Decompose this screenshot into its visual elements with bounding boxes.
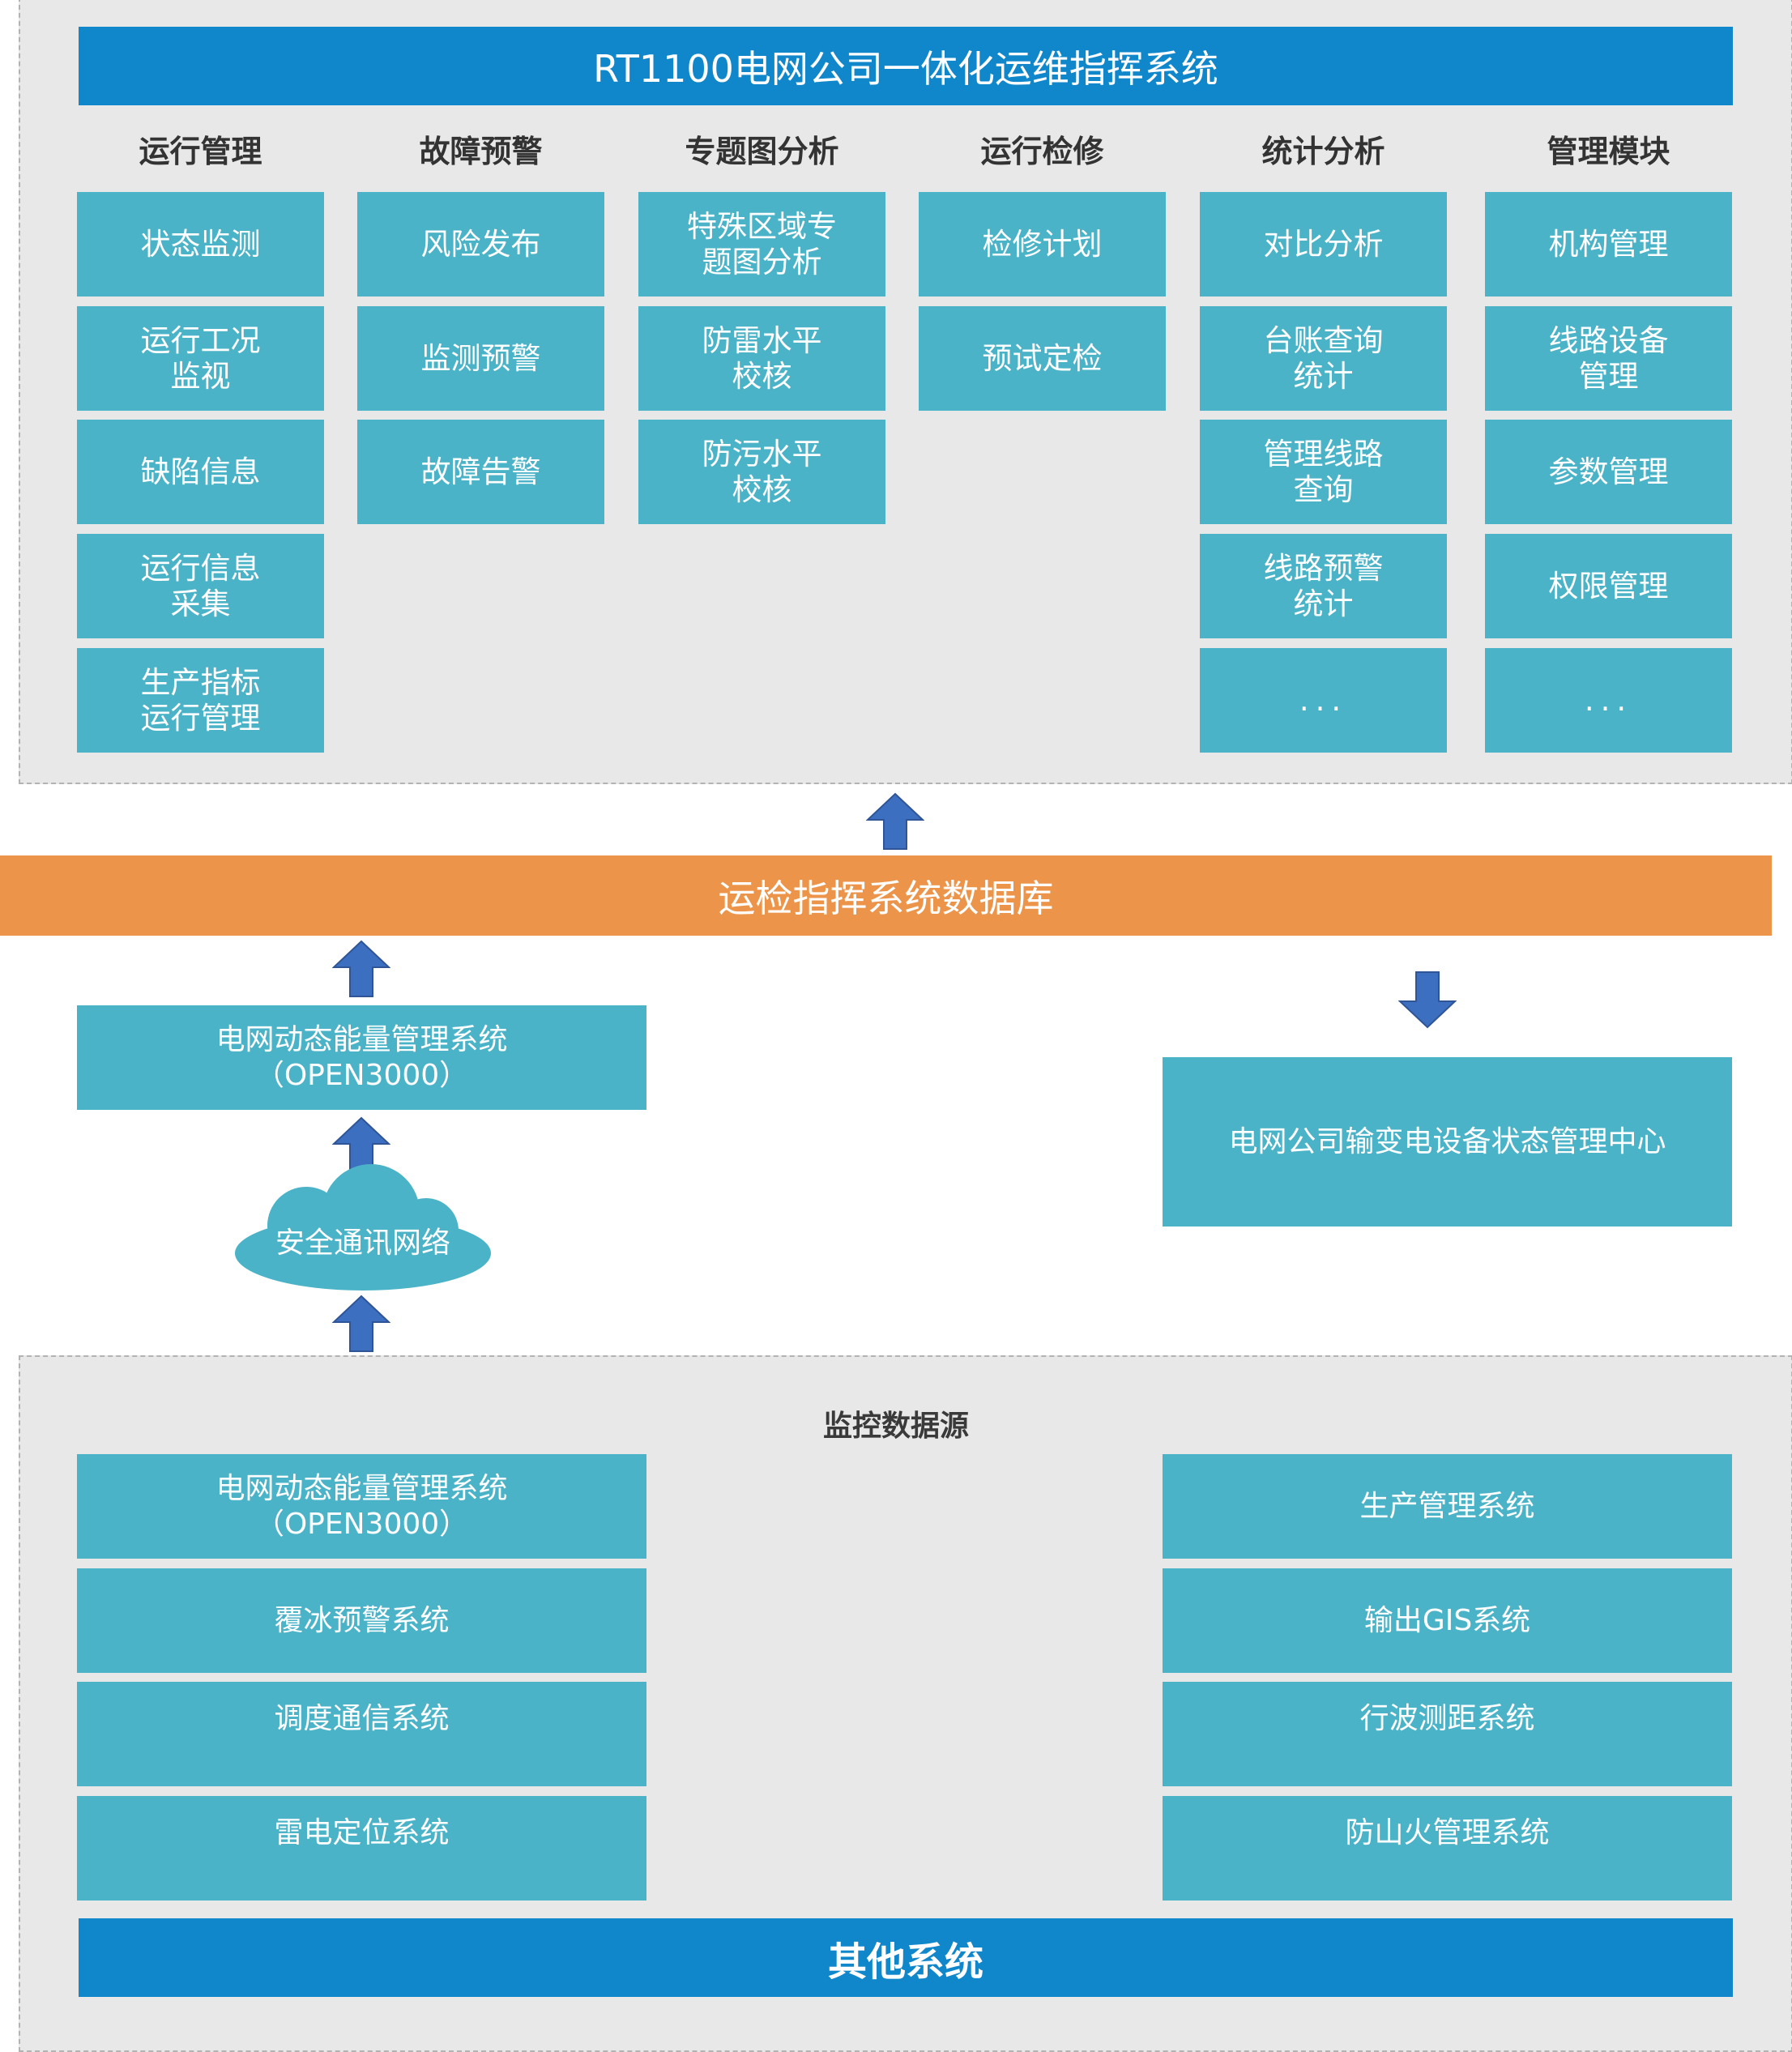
module-box[interactable]: 线路设备 管理 xyxy=(1485,306,1732,411)
system-title-bar: RT1100电网公司一体化运维指挥系统 xyxy=(79,27,1733,105)
module-box-more[interactable]: ... xyxy=(1485,648,1732,753)
database-label: 运检指挥系统数据库 xyxy=(718,876,1054,920)
source-box[interactable]: 调度通信系统 xyxy=(77,1682,646,1786)
system-title: RT1100电网公司一体化运维指挥系统 xyxy=(593,46,1218,91)
module-box[interactable]: 机构管理 xyxy=(1485,192,1732,296)
module-box-more[interactable]: ... xyxy=(1200,648,1447,753)
source-box[interactable]: 输出GIS系统 xyxy=(1163,1568,1732,1673)
column-header-thematic-analysis: 专题图分析 xyxy=(685,134,839,169)
source-box[interactable]: 防山火管理系统 xyxy=(1163,1796,1732,1901)
up-arrow-icon xyxy=(866,792,924,850)
network-label: 安全通讯网络 xyxy=(275,1227,450,1260)
other-systems-bar: 其他系统 xyxy=(79,1918,1733,1997)
module-box[interactable]: 检修计划 xyxy=(919,192,1166,296)
module-box[interactable]: 监测预警 xyxy=(357,306,604,411)
module-box[interactable]: 防雷水平 校核 xyxy=(638,306,885,411)
module-box[interactable]: 线路预警 统计 xyxy=(1200,534,1447,638)
source-box[interactable]: 行波测距系统 xyxy=(1163,1682,1732,1786)
column-header-statistics: 统计分析 xyxy=(1261,134,1385,169)
data-source-title: 监控数据源 xyxy=(822,1410,969,1443)
column-header-fault-warning: 故障预警 xyxy=(419,134,543,169)
module-box[interactable]: 管理线路 查询 xyxy=(1200,420,1447,524)
down-arrow-icon xyxy=(1398,971,1457,1029)
module-box[interactable]: 防污水平 校核 xyxy=(638,420,885,524)
other-systems-label: 其他系统 xyxy=(827,1939,983,1985)
cloud-icon xyxy=(235,1164,491,1290)
module-box[interactable]: 特殊区域专 题图分析 xyxy=(638,192,885,296)
state-management-center-box[interactable]: 电网公司输变电设备状态管理中心 xyxy=(1163,1057,1732,1227)
module-box[interactable]: 缺陷信息 xyxy=(77,420,324,524)
module-box[interactable]: 参数管理 xyxy=(1485,420,1732,524)
source-box[interactable]: 电网动态能量管理系统 （OPEN3000） xyxy=(77,1454,646,1559)
database-bar: 运检指挥系统数据库 xyxy=(0,855,1772,936)
source-box[interactable]: 生产管理系统 xyxy=(1163,1454,1732,1559)
module-box[interactable]: 运行信息 采集 xyxy=(77,534,324,638)
module-box[interactable]: 风险发布 xyxy=(357,192,604,296)
module-box[interactable]: 故障告警 xyxy=(357,420,604,524)
module-box[interactable]: 预试定检 xyxy=(919,306,1166,411)
module-box[interactable]: 运行工况 监视 xyxy=(77,306,324,411)
source-box[interactable]: 覆冰预警系统 xyxy=(77,1568,646,1673)
up-arrow-icon xyxy=(332,940,390,997)
column-header-maintenance: 运行检修 xyxy=(980,134,1104,169)
module-box[interactable]: 权限管理 xyxy=(1485,534,1732,638)
module-box[interactable]: 对比分析 xyxy=(1200,192,1447,296)
column-header-operation: 运行管理 xyxy=(139,134,262,169)
module-box[interactable]: 台账查询 统计 xyxy=(1200,306,1447,411)
column-header-management: 管理模块 xyxy=(1547,134,1670,169)
up-arrow-icon xyxy=(332,1295,390,1352)
source-box[interactable]: 雷电定位系统 xyxy=(77,1796,646,1901)
module-box[interactable]: 状态监测 xyxy=(77,192,324,296)
ems-open3000-box[interactable]: 电网动态能量管理系统 （OPEN3000） xyxy=(77,1005,646,1110)
module-box[interactable]: 生产指标 运行管理 xyxy=(77,648,324,753)
